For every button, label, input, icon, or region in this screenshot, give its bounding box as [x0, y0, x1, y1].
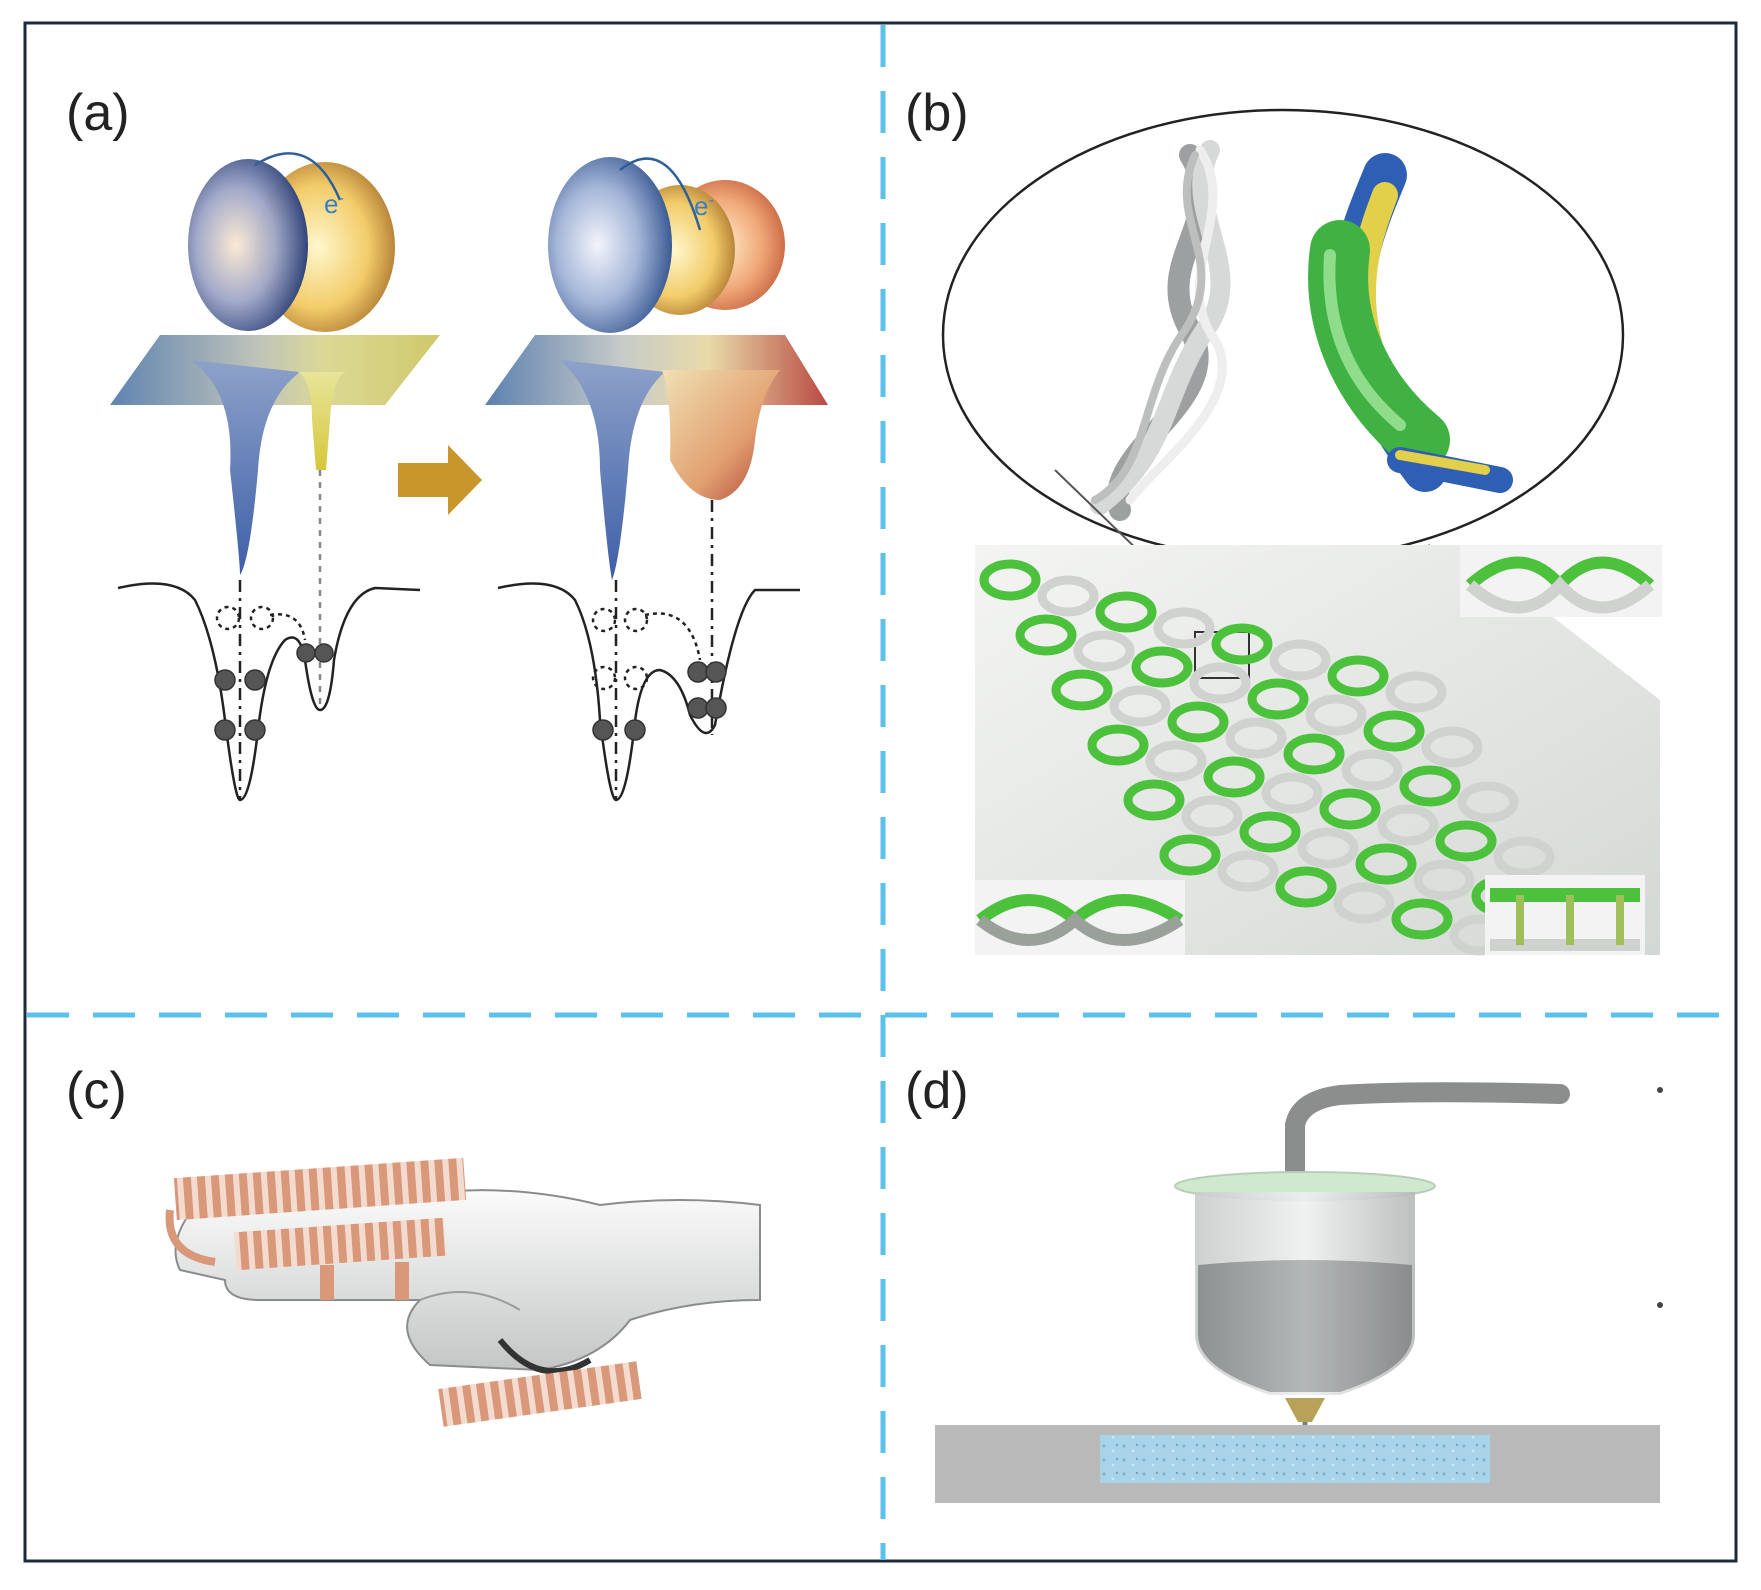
mesh-loop: [1203, 756, 1265, 798]
electrons-right: [592, 661, 727, 741]
potential-surface-right: [485, 335, 828, 580]
coil-top: [173, 1157, 467, 1221]
mesh-loop: [1385, 671, 1447, 713]
mesh-loop: [1275, 866, 1337, 908]
panel-b: (b): [905, 84, 1662, 956]
mesh-loop: [1225, 717, 1287, 759]
mesh-loop: [1377, 804, 1439, 846]
knitted-mesh: [975, 545, 1660, 956]
zoom-inset-ellipse: [941, 108, 1625, 562]
molecule-right: e-: [548, 157, 785, 333]
mesh-inset-bottom-left: [975, 880, 1185, 955]
mesh-inset-bottom-right: [1485, 875, 1645, 955]
mesh-loop: [1167, 701, 1229, 743]
coated-fiber: [1308, 153, 1513, 493]
mesh-loop: [979, 559, 1041, 601]
mesh-rows: [979, 559, 1591, 956]
nozzle-tip: [1285, 1398, 1325, 1422]
mesh-loop: [1305, 694, 1367, 736]
electron-label-left: e-: [324, 189, 344, 219]
mesh-loop: [1239, 811, 1301, 853]
panel-d-label: (d): [905, 1062, 969, 1120]
twisted-fiber-bundle: [1090, 140, 1231, 521]
mesh-loop: [1421, 726, 1483, 768]
feed-tube: [1285, 1082, 1570, 1192]
mesh-loop: [1159, 834, 1221, 876]
energy-well-left: [117, 470, 421, 802]
mesh-loop: [1247, 678, 1309, 720]
mesh-loop: [1189, 662, 1251, 704]
dot-mark-top: [1657, 1087, 1663, 1093]
actuator-coils: [165, 1157, 642, 1427]
transition-arrow: [398, 445, 482, 515]
mesh-loop: [1333, 882, 1395, 924]
mesh-loop: [1319, 788, 1381, 830]
dot-mark-middle: [1657, 1302, 1663, 1308]
mesh-loop: [1391, 898, 1453, 940]
mesh-loop: [1457, 781, 1519, 823]
electron-label-right: e-: [694, 191, 714, 221]
mesh-loop: [1095, 591, 1157, 633]
electrons-left: [214, 643, 334, 741]
mesh-loop: [1297, 827, 1359, 869]
mesh-loop: [1413, 859, 1475, 901]
mesh-inset-top-right: [1460, 545, 1662, 617]
panel-b-label: (b): [905, 84, 969, 142]
mesh-loop: [1435, 820, 1497, 862]
panel-a-label: (a): [66, 84, 130, 142]
panel-a: (a) e-: [66, 84, 828, 802]
ink-reservoir: [1198, 1260, 1412, 1392]
mesh-loop: [1109, 685, 1171, 727]
mesh-loop: [1399, 765, 1461, 807]
mesh-loop: [1355, 843, 1417, 885]
mesh-loop: [1217, 850, 1279, 892]
mesh-loop: [1269, 639, 1331, 681]
mesh-loop: [1261, 772, 1323, 814]
mesh-loop: [1131, 646, 1193, 688]
mesh-loop: [1073, 630, 1135, 672]
mesh-loop: [1493, 836, 1555, 878]
panel-d: (d): [905, 1062, 1663, 1503]
mesh-loop: [1363, 710, 1425, 752]
mesh-loop: [1145, 740, 1207, 782]
mesh-loop: [1037, 575, 1099, 617]
mesh-loop: [1327, 655, 1389, 697]
mesh-loop: [1087, 724, 1149, 766]
mesh-loop: [1181, 795, 1243, 837]
mesh-loop: [1015, 614, 1077, 656]
printed-layer: [1100, 1435, 1490, 1483]
coil-middle: [233, 1217, 447, 1271]
mesh-loop: [1211, 623, 1273, 665]
molecule-left: e-: [188, 152, 395, 332]
potential-surface-left: [110, 335, 440, 575]
coil-bottom: [438, 1361, 642, 1427]
mesh-loop: [1341, 749, 1403, 791]
mesh-loop: [1051, 669, 1113, 711]
panel-c: (c): [66, 1062, 761, 1427]
mesh-loop: [1153, 607, 1215, 649]
mesh-loop: [1123, 779, 1185, 821]
panel-c-label: (c): [66, 1062, 127, 1120]
mesh-loop: [1283, 733, 1345, 775]
